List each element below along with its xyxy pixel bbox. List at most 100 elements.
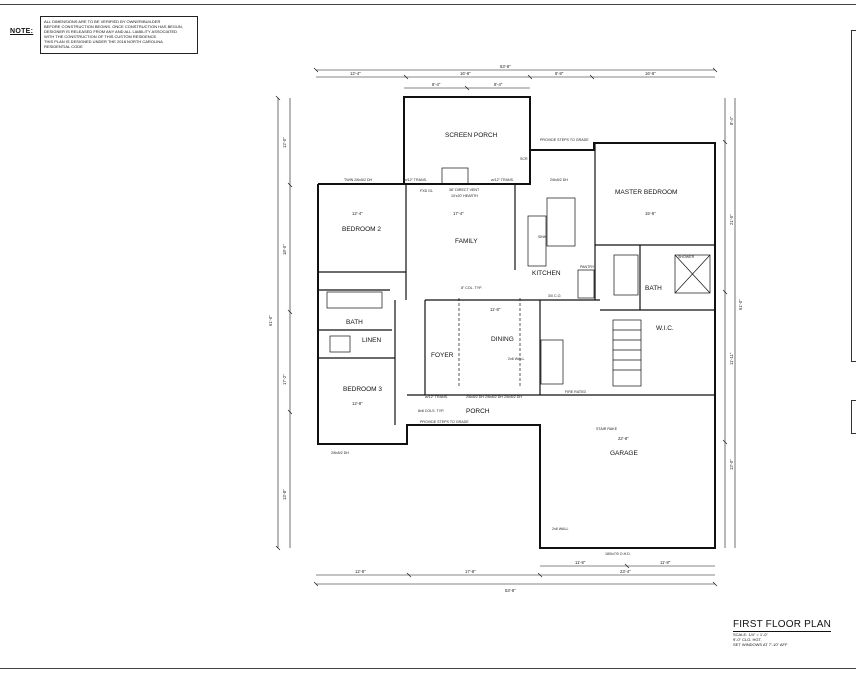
stairs	[612, 319, 642, 387]
shower-stall	[674, 254, 711, 294]
note-scr: SCR	[520, 157, 528, 161]
note-fixed-glass: FXD GL	[420, 189, 433, 193]
room-label-bath: BATH	[346, 319, 363, 326]
note-steps-top: PROVIDE STEPS TO GRADE	[540, 138, 589, 142]
room-label-shower: SHOWER	[678, 255, 695, 259]
room-label-master-bath: BATH	[645, 285, 662, 292]
note-line: WITH THE CONSTRUCTION OF THIS CUSTOM RES…	[44, 34, 158, 39]
note-trans-bottom: w/12" TRANS.	[425, 395, 448, 399]
note-steps-bottom: PROVIDE STEPS TO GRADE	[420, 420, 469, 424]
room-label-kitchen: KITCHEN	[532, 270, 561, 277]
dim-ticks	[275, 67, 728, 587]
note-stair-rake: STAIR RAKE	[596, 427, 618, 431]
note-coats: 3/0 C.O.	[548, 294, 561, 298]
dim-family-width: 17'-4"	[453, 211, 464, 216]
note-line: RESIDENTIAL CODE	[44, 44, 83, 49]
window-note: SET WINDOWS AT 7'-10" AFF	[733, 642, 788, 647]
room-label-bedroom-3: BEDROOM 3	[343, 386, 382, 393]
dim-right-seg: 11'-11"	[729, 352, 734, 365]
dim-left-seg: 17'-2"	[282, 374, 287, 385]
room-label-wic: W.I.C.	[656, 325, 674, 332]
dim-bottom-seg: 23'-4"	[620, 569, 631, 574]
title-block: FIRST FLOOR PLAN SCALE: 1/4" = 1'-0" 9'-…	[733, 614, 848, 647]
dim-dining-width: 11'-8"	[490, 307, 501, 312]
room-label-dining: DINING	[491, 336, 514, 343]
bottom-border	[0, 668, 856, 669]
dim-top-seg: 12'-4"	[350, 71, 361, 76]
drawing-title: FIRST FLOOR PLAN	[733, 619, 832, 632]
room-label-master-bedroom: MASTER BEDROOM	[615, 189, 677, 196]
wall-south	[317, 184, 716, 549]
interior-walls	[318, 143, 715, 425]
tub	[329, 335, 351, 353]
dim-top-seg: 16'-8"	[645, 71, 656, 76]
note-fire-rated: FIRE RATED	[565, 390, 587, 394]
note-porch-columns: 8x8 COLS. TYP.	[418, 409, 444, 413]
dim-bottom-seg: 17'-8"	[465, 569, 476, 574]
room-label-garage: GARAGE	[610, 450, 638, 457]
dim-left-seg: 13'-8"	[282, 489, 287, 500]
note-box: ALL DIMENSIONS ARE TO BE VERIFIED BY OWN…	[40, 16, 198, 54]
sheet-border-right	[851, 30, 856, 362]
room-label-foyer: FOYER	[431, 352, 454, 359]
dim-right-seg: 21'-0"	[729, 214, 734, 225]
scale-note: SCALE: 1/4" = 1'-0"	[733, 632, 768, 637]
note-column: 8" COL. TYP.	[461, 286, 482, 290]
laundry	[540, 339, 564, 385]
room-label-screen-porch: SCREEN PORCH	[445, 132, 498, 139]
note-label: NOTE:	[10, 28, 34, 35]
screen-porch-outline	[403, 96, 531, 184]
dim-overall-top: 53'-8"	[500, 64, 511, 69]
dim-garage-width: 22'-8"	[618, 436, 629, 441]
dim-right-seg: 8'-4"	[729, 116, 734, 125]
note-line: ALL DIMENSIONS ARE TO BE VERIFIED BY OWN…	[44, 19, 161, 24]
note-wall: 2x6 WALL	[508, 357, 524, 361]
dim-master-width: 15'-8"	[645, 211, 656, 216]
hall-vanity	[326, 291, 383, 309]
dim-porch-seg: 8'-4"	[494, 82, 503, 87]
wall-north	[318, 142, 716, 395]
sheet-tab-right	[851, 400, 856, 434]
room-label-porch: PORCH	[466, 408, 490, 415]
note-vent: 36" DIRECT VENT	[449, 188, 480, 192]
dim-garage-seg: 11'-8"	[575, 560, 586, 565]
note-line: BEFORE CONSTRUCTION BEGINS. ONCE CONSTRU…	[44, 24, 183, 29]
kitchen-counter	[527, 215, 547, 267]
dim-bottom-seg: 12'-8"	[355, 569, 366, 574]
note-trans-right: w/12" TRANS.	[491, 178, 514, 182]
dim-porch-seg: 8'-4"	[432, 82, 441, 87]
dim-left-overall: 61'-0"	[268, 315, 273, 326]
master-vanity	[613, 254, 639, 296]
dim-left-seg: 18'-0"	[282, 244, 287, 255]
note-twin-dh: TWIN 2/6x5/2 DH	[344, 178, 373, 182]
note-hearth: 10'x20' HEARTH	[451, 194, 478, 198]
dim-overall-bottom: 53'-8"	[505, 588, 516, 593]
note-wall-garage: 2x6 WALL	[552, 527, 568, 531]
dim-top-seg: 8'-8"	[555, 71, 564, 76]
note-sink: SINK	[538, 235, 547, 239]
note-garage-door: 18/0x7/0 O.H.D.	[605, 552, 631, 556]
dim-bedroom3-width: 12'-8"	[352, 401, 363, 406]
note-line: DESIGNER IS RELEASED FROM ANY AND ALL LI…	[44, 29, 178, 34]
note-pantry: PANTRY	[580, 265, 595, 269]
exterior-walls	[317, 96, 716, 549]
dim-garage-seg: 11'-8"	[660, 560, 671, 565]
note-dh-right: 2/6x5/2 DH	[550, 178, 568, 182]
note-porch-windows: 2/6x5/2 DH 2/6x5/2 DH 2/6x5/2 DH	[466, 395, 522, 399]
room-label-family: FAMILY	[455, 238, 478, 245]
dim-top-seg: 16'-8"	[460, 71, 471, 76]
note-line: THIS PLAN IS DESIGNED UNDER THE 2018 NOR…	[44, 39, 163, 44]
room-label-linen: LINEN	[362, 337, 381, 344]
dim-bedroom2-width: 12'-4"	[352, 211, 363, 216]
ceiling-note: 9'-0" CLG. HGT.	[733, 637, 762, 642]
dim-right-seg: 12'-0"	[729, 459, 734, 470]
fireplace	[441, 167, 469, 185]
kitchen-island	[546, 197, 576, 247]
dim-right-overall: 61'-0"	[738, 299, 743, 310]
pantry	[577, 269, 595, 299]
dim-left-seg: 12'-0"	[282, 137, 287, 148]
room-label-bedroom-2: BEDROOM 2	[342, 226, 381, 233]
note-dh-window: 2/6x5/2 DH	[331, 451, 349, 455]
top-border	[0, 4, 856, 5]
